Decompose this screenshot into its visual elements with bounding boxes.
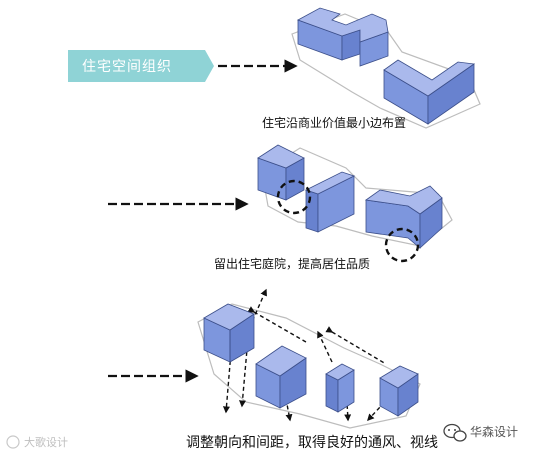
step-3-building-3-front — [325, 373, 339, 413]
ventilation-arrow — [367, 391, 395, 422]
step-1: 住宅沿商业价值最小边布置 — [218, 7, 481, 130]
ventilation-arrow — [222, 339, 233, 414]
step-3-building-1 — [203, 303, 255, 363]
step-3-building-3-top — [325, 363, 355, 381]
step-2-building-left — [257, 144, 305, 201]
step-3-building-2-top — [255, 345, 307, 377]
ventilation-arrow — [344, 383, 352, 422]
brand-watermark-text: 华森设计 — [470, 424, 518, 439]
step-1-building-l — [383, 59, 476, 125]
step-1-building-l-top — [383, 59, 476, 97]
step-2-courtyard-circle-left — [276, 179, 312, 215]
step-3-building-4 — [379, 365, 419, 417]
step-2-caption: 留出住宅庭院，提高居住品质 — [214, 256, 370, 271]
banner: 住宅空间组织 — [68, 50, 214, 82]
banner-title: 住宅空间组织 — [82, 59, 172, 75]
ventilation-arrow — [239, 337, 249, 408]
step-2-building-left-top — [257, 144, 305, 169]
step-2-building-middle — [304, 171, 356, 233]
step-2-building-right-top — [364, 185, 443, 215]
faint-watermark-text: 大歌设计 — [24, 435, 68, 449]
step-3-caption: 调整朝向和间距，取得良好的通风、视线 — [186, 434, 438, 451]
step-2-building-right — [364, 185, 443, 249]
faint-logo-icon — [6, 435, 20, 449]
step-3-building-3 — [325, 363, 355, 413]
step-2-courtyard-circle-right — [384, 227, 420, 263]
step-2-building-middle-front — [305, 189, 319, 233]
step-1-caption: 住宅沿商业价值最小边布置 — [262, 115, 406, 130]
step-3-building-4-top — [379, 365, 419, 389]
step-3-building-1-top — [203, 303, 255, 331]
step-1-building-c-top — [297, 7, 389, 43]
sightline-arrow — [317, 330, 333, 363]
banner-shape — [68, 50, 214, 82]
step-3: 调整朝向和间距，取得良好的通风、视线 — [108, 288, 438, 451]
sightline-arrow — [247, 306, 307, 343]
step-1-building-c — [297, 7, 389, 67]
step-2: 留出住宅庭院，提高居住品质 — [108, 144, 453, 271]
wechat-icon — [443, 423, 467, 442]
watermark-faint: 大歌设计 — [6, 435, 68, 449]
step-2-building-middle-top — [304, 171, 356, 195]
watermark-brand: 华森设计 — [443, 423, 518, 442]
step-3-building-2 — [255, 345, 307, 409]
sightline-arrow — [325, 326, 387, 365]
